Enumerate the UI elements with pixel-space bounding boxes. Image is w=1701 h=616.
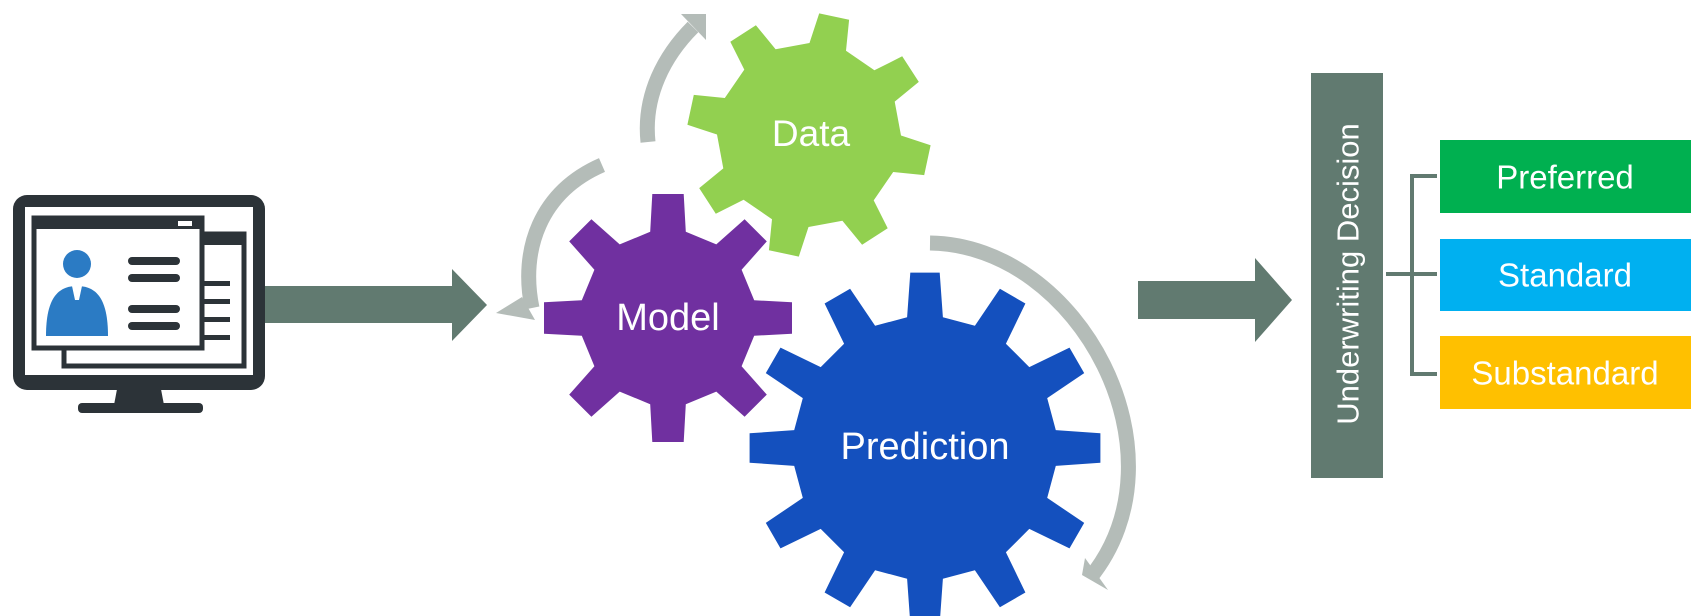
arrow-to-decision [1138, 258, 1292, 342]
prediction-gear: Prediction [749, 272, 1101, 616]
underwriting-decision-bar: Underwriting Decision [1311, 73, 1383, 478]
decision-option-substandard: Substandard [1440, 336, 1691, 409]
cycle-arrow-left-head [496, 297, 535, 320]
person-icon [43, 240, 111, 338]
model-gear-label: Model [616, 297, 720, 339]
applicant-monitor-icon [13, 195, 265, 413]
decision-option-label: Standard [1498, 257, 1632, 294]
cycle-arrow-top [639, 21, 699, 143]
underwriting-decision-label: Underwriting Decision [1331, 123, 1366, 425]
arrow-to-gears [265, 269, 487, 341]
decision-option-preferred: Preferred [1440, 140, 1691, 213]
decision-option-standard: Standard [1440, 239, 1691, 311]
data-gear: Data [687, 13, 931, 257]
prediction-gear-label: Prediction [841, 426, 1010, 468]
cycle-arrows [521, 21, 1136, 583]
decision-bracket [1386, 174, 1437, 376]
cycle-arrow-left [521, 158, 606, 310]
cycle-arrow-right [929, 235, 1136, 583]
decision-option-label: Preferred [1496, 159, 1634, 196]
decision-option-label: Substandard [1471, 355, 1658, 392]
cycle-arrow-top-head [681, 14, 706, 40]
cycle-arrow-right-head [1082, 558, 1108, 590]
data-gear-label: Data [772, 113, 851, 154]
model-gear: Model [544, 194, 792, 442]
